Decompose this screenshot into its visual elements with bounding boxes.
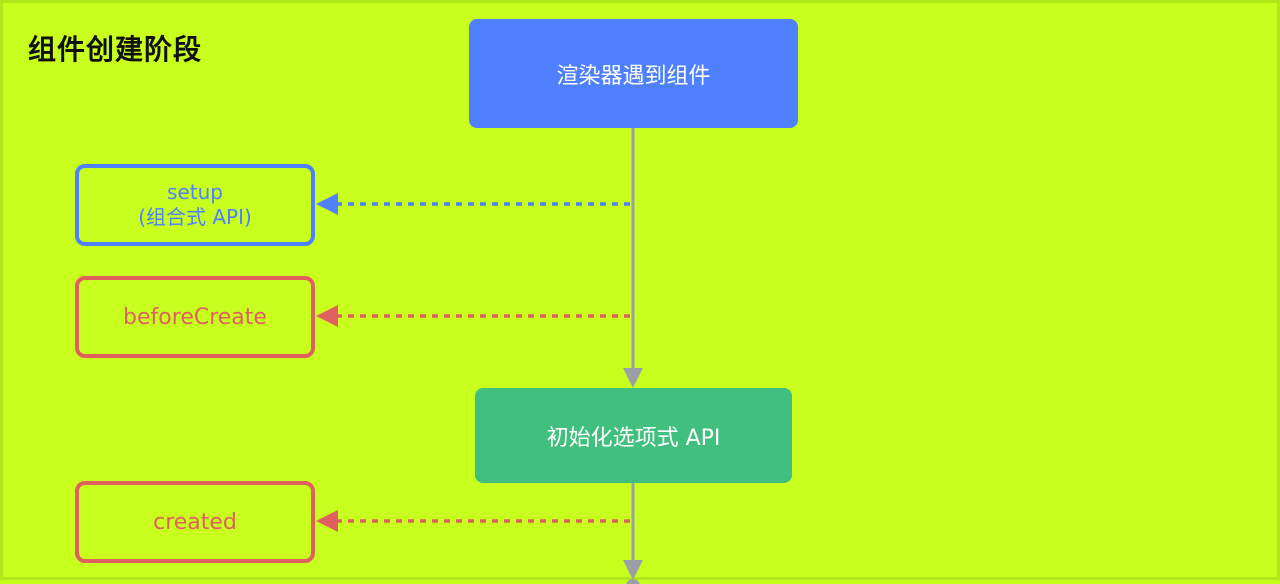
renderer-node: 渲染器遇到组件: [469, 19, 798, 128]
before-create-hook-label: beforeCreate: [123, 304, 267, 330]
created-hook-label: created: [153, 509, 237, 535]
before-create-hook-node: beforeCreate: [75, 276, 315, 358]
renderer-node-label: 渲染器遇到组件: [556, 63, 711, 89]
section-title: 组件创建阶段: [28, 33, 203, 66]
setup-hook-node: setup (组合式 API): [75, 164, 315, 246]
created-hook-node: created: [75, 481, 315, 563]
setup-hook-label: setup: [167, 180, 223, 204]
setup-hook-sublabel: (组合式 API): [138, 205, 252, 229]
init-options-node-label: 初始化选项式 API: [546, 425, 721, 451]
init-options-node: 初始化选项式 API: [475, 388, 792, 483]
